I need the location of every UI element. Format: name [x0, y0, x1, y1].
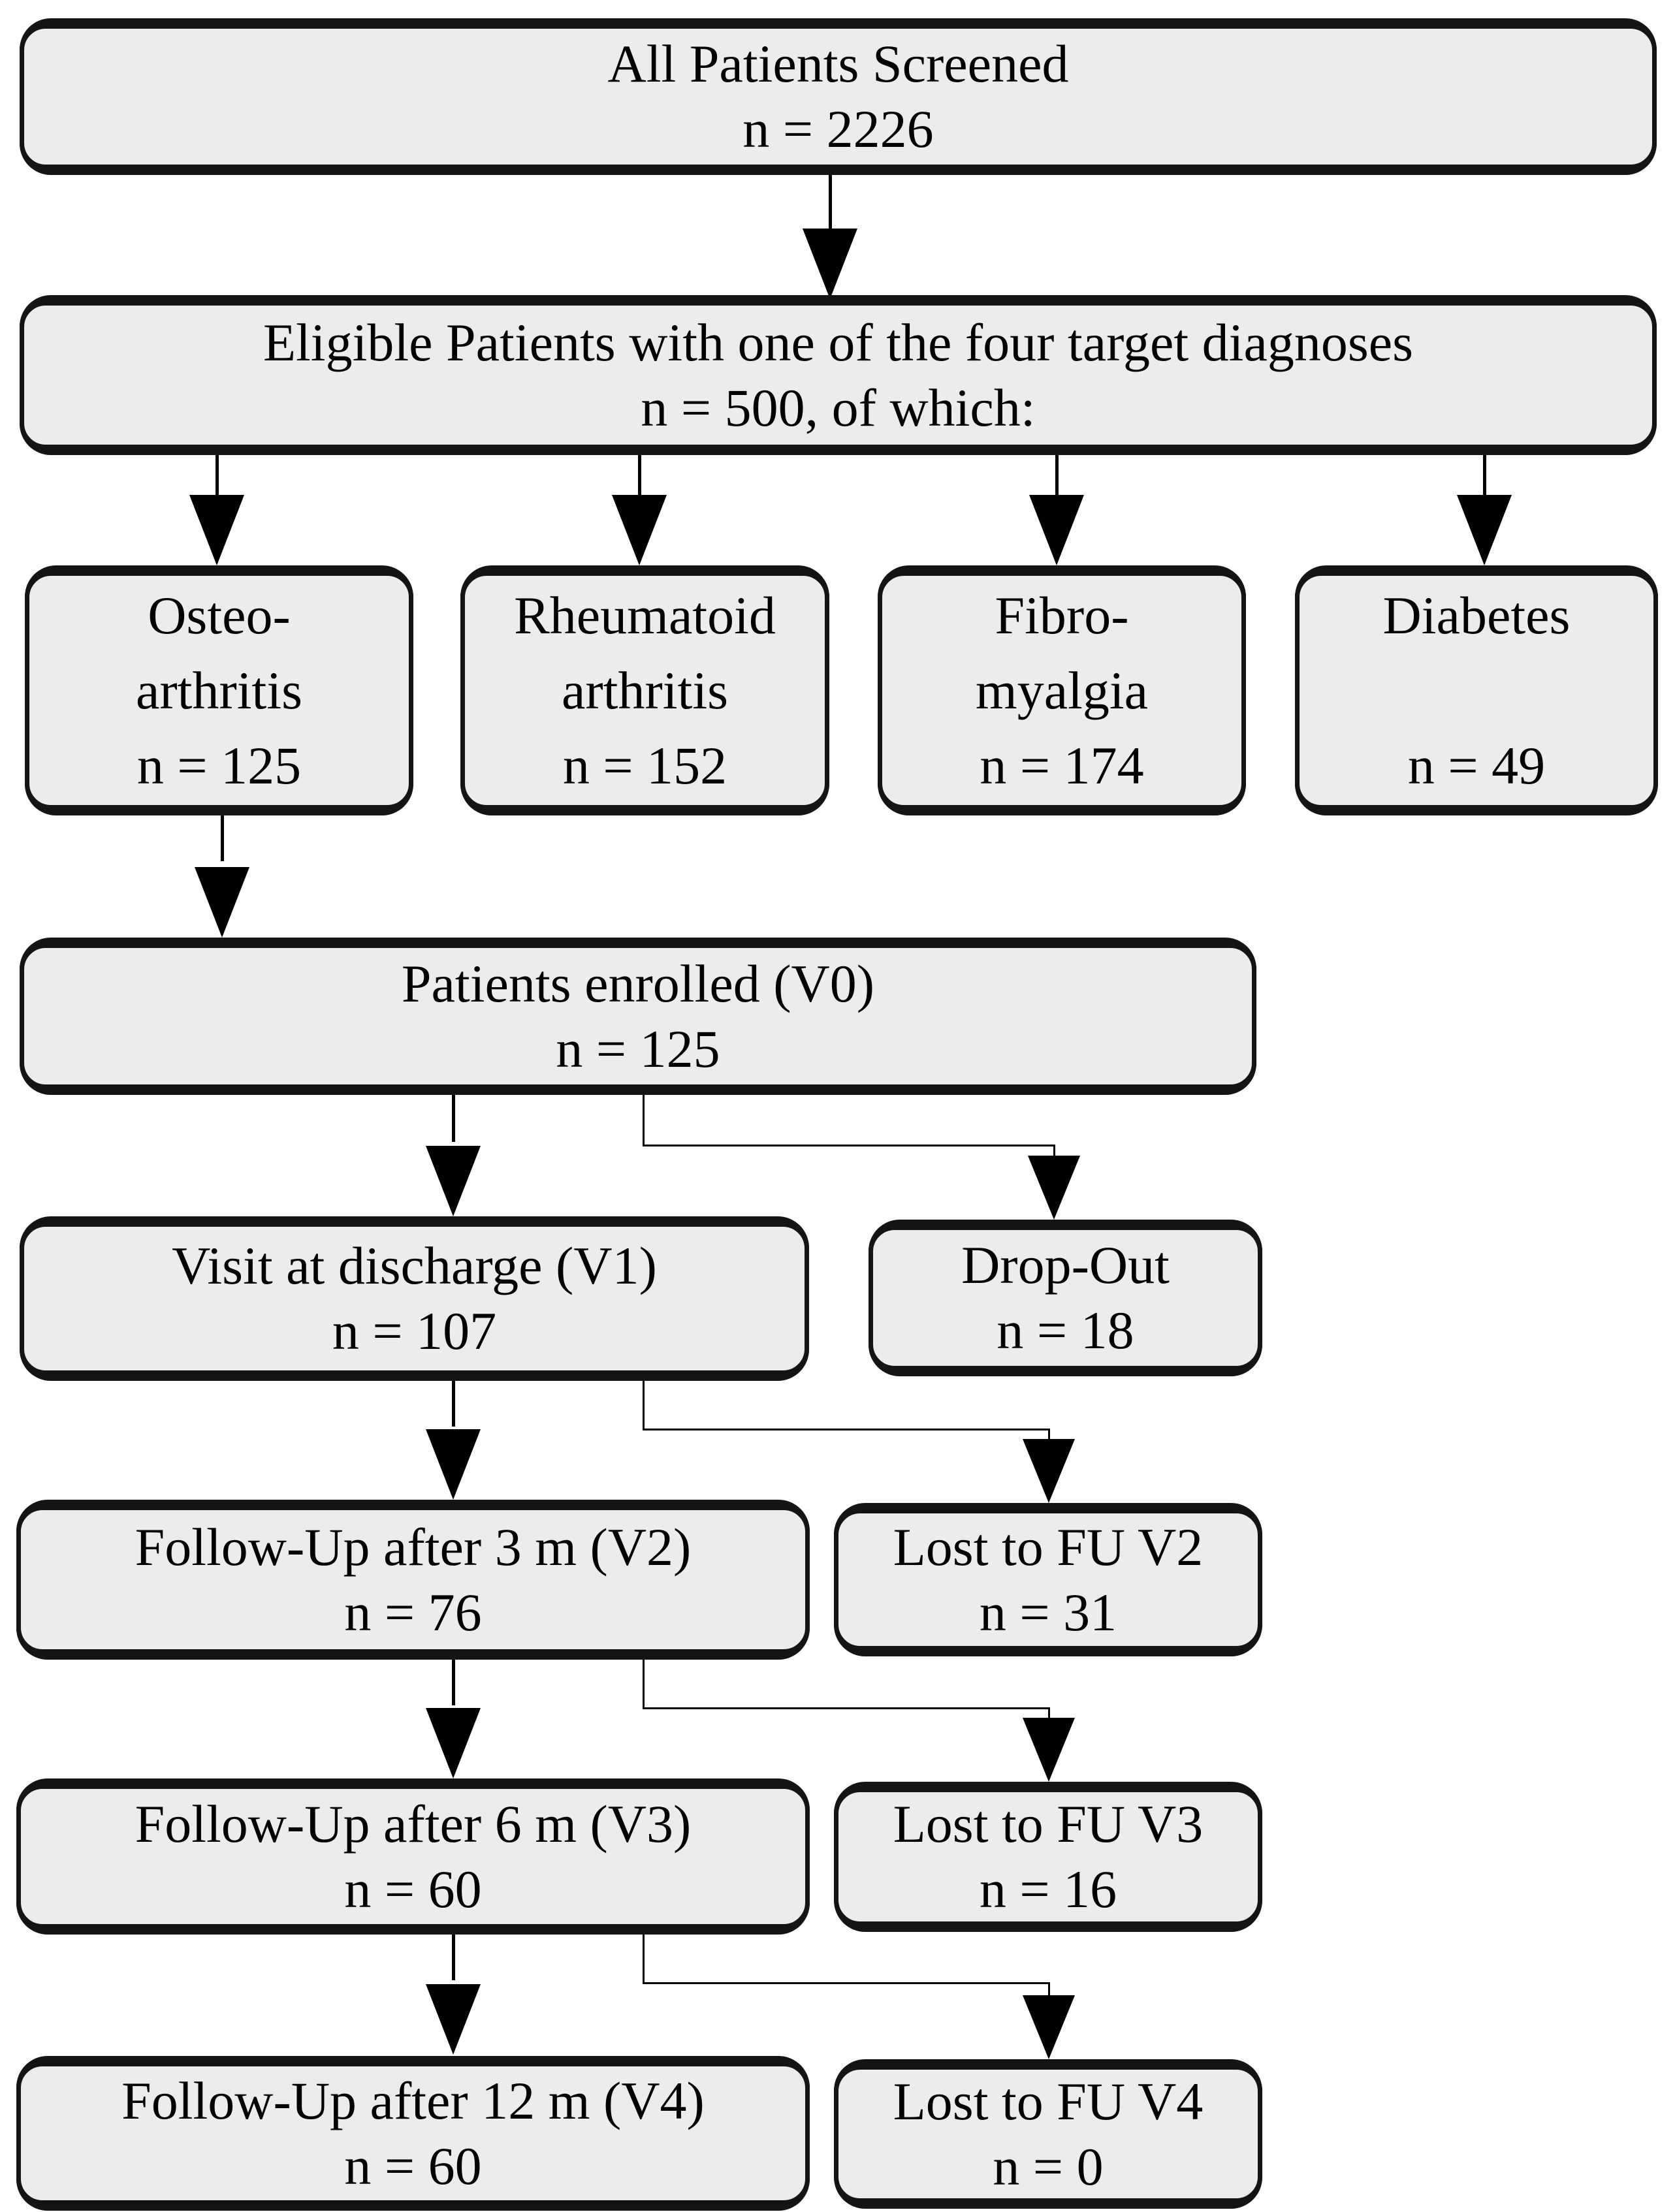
box-lost-to-fu-v4: Lost to FU V4 n = 0	[834, 2059, 1262, 2209]
arrowhead-down-icon	[195, 867, 249, 938]
arrow-enrolled-to-v1	[452, 1095, 455, 1142]
arrow-osteoarthritis-to-enrolled	[221, 815, 224, 861]
arrowhead-down-icon	[1028, 1156, 1080, 1220]
box-line: Visit at discharge (V1)	[172, 1236, 657, 1295]
box-line: n = 174	[980, 736, 1144, 795]
box-line: Diabetes	[1382, 586, 1571, 645]
box-line: Follow-Up after 3 m (V2)	[135, 1517, 692, 1577]
box-diabetes: Diabetes n = 49	[1295, 565, 1658, 815]
box-drop-out: Drop-Out n = 18	[869, 1220, 1262, 1376]
box-follow-up-6m-v3: Follow-Up after 6 m (V3) n = 60	[16, 1778, 810, 1935]
arrow-eligible-to-diabetes	[1483, 455, 1486, 498]
connector-enrolled-to-dropout-stub	[1053, 1145, 1055, 1159]
arrow-eligible-to-fibromyalgia	[1055, 455, 1059, 498]
arrowhead-down-icon	[426, 1429, 481, 1500]
box-line: n = 60	[344, 2136, 482, 2196]
arrow-eligible-to-rheumatoid	[638, 455, 641, 498]
box-line: n = 31	[979, 1582, 1117, 1642]
connector-enrolled-to-dropout-horizontal	[643, 1145, 1055, 1146]
box-line: n = 0	[993, 2136, 1104, 2196]
box-line: All Patients Screened	[607, 34, 1069, 93]
connector-v2-to-lostv3-vertical	[643, 1660, 645, 1709]
box-line: n = 125	[136, 736, 302, 795]
connector-v3-to-lostv4-vertical	[643, 1935, 645, 1984]
arrow-v3-to-v4	[452, 1935, 455, 1980]
box-line: Lost to FU V2	[893, 1517, 1204, 1577]
box-fibromyalgia: Fibro- myalgia n = 174	[878, 565, 1246, 815]
box-line: n = 2226	[742, 99, 934, 159]
box-follow-up-12m-v4: Follow-Up after 12 m (V4) n = 60	[16, 2056, 810, 2211]
box-lost-to-fu-v3: Lost to FU V3 n = 16	[834, 1782, 1262, 1932]
box-line: arthritis	[561, 661, 729, 720]
arrowhead-down-icon	[1457, 495, 1512, 565]
box-line: n = 18	[997, 1301, 1134, 1360]
arrow-eligible-to-osteoarthritis	[215, 455, 219, 498]
box-line: Lost to FU V4	[893, 2071, 1204, 2131]
connector-v2-to-lostv3-stub	[1048, 1707, 1050, 1722]
box-line: myalgia	[975, 661, 1149, 720]
box-line: Lost to FU V3	[893, 1794, 1204, 1854]
box-line: Rheumatoid	[514, 586, 776, 645]
box-line: Drop-Out	[961, 1235, 1170, 1295]
arrowhead-down-icon	[426, 1146, 481, 1216]
arrowhead-down-icon	[426, 1708, 481, 1778]
box-visit-at-discharge-v1: Visit at discharge (V1) n = 107	[20, 1216, 809, 1381]
arrowhead-down-icon	[1023, 1718, 1075, 1782]
connector-v1-to-lostv2-stub	[1048, 1429, 1050, 1443]
box-lost-to-fu-v2: Lost to FU V2 n = 31	[834, 1503, 1262, 1656]
box-line: n = 500, of which:	[641, 377, 1036, 437]
connector-v3-to-lostv4-stub	[1048, 1982, 1050, 1997]
connector-v1-to-lostv2-vertical	[643, 1381, 645, 1430]
box-line: Follow-Up after 12 m (V4)	[121, 2070, 705, 2130]
connector-enrolled-to-dropout-vertical	[643, 1095, 645, 1146]
box-line: n = 107	[332, 1301, 497, 1361]
box-rheumatoid-arthritis: Rheumatoid arthritis n = 152	[460, 565, 829, 815]
box-line: n = 125	[556, 1019, 720, 1079]
box-line: Eligible Patients with one of the four t…	[263, 312, 1414, 372]
arrowhead-down-icon	[803, 229, 857, 299]
box-line: n = 16	[979, 1859, 1117, 1919]
box-line: Osteo-	[148, 586, 291, 645]
arrowhead-down-icon	[426, 1984, 481, 2055]
arrowhead-down-icon	[1023, 1439, 1075, 1503]
box-eligible-patients: Eligible Patients with one of the four t…	[20, 295, 1657, 455]
connector-v1-to-lostv2-horizontal	[643, 1429, 1050, 1430]
box-line: n = 152	[562, 736, 727, 795]
box-follow-up-3m-v2: Follow-Up after 3 m (V2) n = 76	[16, 1500, 810, 1660]
box-line: n = 49	[1407, 736, 1546, 795]
arrowhead-down-icon	[189, 495, 244, 565]
box-all-patients-screened: All Patients Screened n = 2226	[20, 18, 1657, 175]
box-osteoarthritis: Osteo- arthritis n = 125	[25, 565, 413, 815]
box-line: Patients enrolled (V0)	[401, 953, 875, 1013]
box-line: n = 60	[344, 1859, 482, 1919]
connector-v3-to-lostv4-horizontal	[643, 1982, 1050, 1984]
box-patients-enrolled-v0: Patients enrolled (V0) n = 125	[20, 938, 1256, 1095]
arrowhead-down-icon	[1023, 1995, 1075, 2059]
box-line: arthritis	[135, 661, 303, 720]
box-line: Fibro-	[995, 586, 1129, 645]
box-line: Follow-Up after 6 m (V3)	[135, 1793, 692, 1854]
arrow-v2-to-v3	[452, 1660, 455, 1705]
arrow-v1-to-v2	[452, 1381, 455, 1427]
arrowhead-down-icon	[612, 495, 667, 565]
arrowhead-down-icon	[1029, 495, 1084, 565]
connector-v2-to-lostv3-horizontal	[643, 1707, 1050, 1709]
arrow-screened-to-eligible	[829, 175, 832, 232]
box-line: n = 76	[344, 1582, 482, 1642]
